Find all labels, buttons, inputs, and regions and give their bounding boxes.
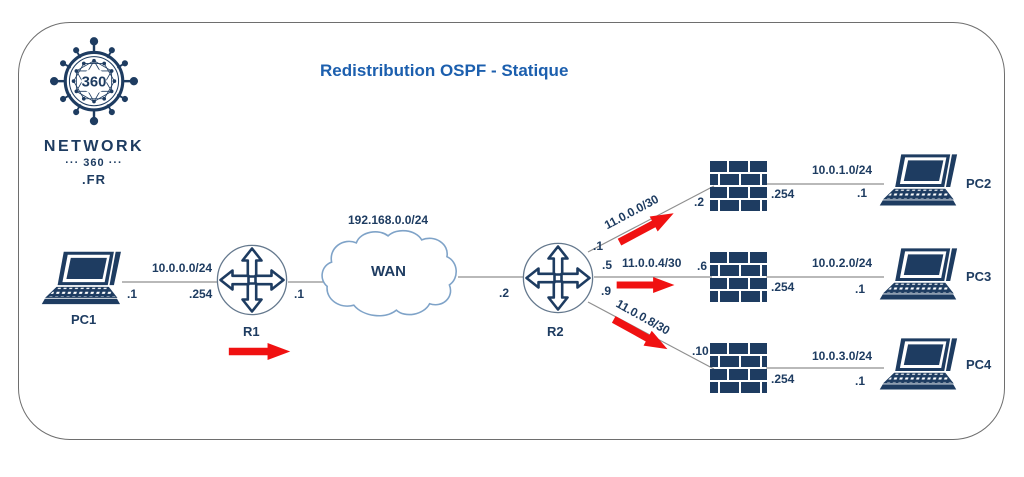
logo-submark: ··· 360 ··· [65,157,123,169]
r1-wan-ip-label: .1 [294,287,305,301]
pc1-laptop-icon [41,251,121,305]
wan-network-label: 192.168.0.0/24 [348,213,429,227]
pc2-label: PC2 [966,176,992,191]
r1-router-icon [216,244,288,316]
r2-router-icon [522,242,594,314]
pc3-label: PC3 [966,269,992,284]
redistribution-arrow-fw1-icon [617,213,674,246]
fw2-firewall-icon [710,252,767,302]
fw1-link-ip-label: .2 [694,195,705,209]
link-r2-fw1 [587,185,715,253]
wan-label: WAN [371,263,406,280]
redistribution-arrow-fw3-icon [611,316,668,350]
r2-label: R2 [547,324,564,339]
fw3-link-ip-label: .10 [692,344,709,358]
diagram-border [18,22,1005,440]
lan2-network-label: 10.0.1.0/24 [812,163,873,177]
network360-logo: 360 NETWORK ··· 360 ··· .FR [26,34,162,187]
r2-link3-ip-label: .9 [601,284,612,298]
pc2-laptop-icon [879,154,958,206]
r2-wan-ip-label: .2 [499,286,510,300]
wan-cloud-icon [321,229,457,317]
pc4-ip-label: .1 [855,374,866,388]
fw2-lan-ip-label: .254 [771,280,795,294]
fw1-firewall-icon [710,161,767,211]
fw2-link-ip-label: .6 [697,259,708,273]
redistribution-arrow-fw2-icon [616,277,675,293]
fw3-firewall-icon [710,343,767,393]
r1-label: R1 [243,324,260,339]
logo-wordmark: NETWORK [43,138,145,155]
lan1-network-label: 10.0.0.0/24 [152,261,213,275]
logo-domain: .FR [82,172,106,187]
lan3-network-label: 10.0.2.0/24 [812,256,873,270]
pc1-label: PC1 [71,312,97,327]
network360-emblem-icon: 360 [49,37,139,126]
fw3-lan-ip-label: .254 [771,372,795,386]
redistribution-arrow-r1-icon [228,343,291,360]
pc3-laptop-icon [879,248,958,300]
fw1-lan-ip-label: .254 [771,187,795,201]
pc3-ip-label: .1 [855,282,866,296]
lan4-network-label: 10.0.3.0/24 [812,349,873,363]
r2-link1-ip-label: .1 [593,239,604,253]
pc4-laptop-icon [879,338,958,390]
r1-lan-ip-label: .254 [189,287,213,301]
pc1-ip-label: .1 [127,287,138,301]
logo-emblem-number: 360 [82,75,107,91]
r2-link2-ip-label: .5 [602,258,613,272]
link2-network-label: 11.0.0.4/30 [622,256,682,270]
pc2-ip-label: .1 [857,186,868,200]
pc4-label: PC4 [966,357,992,372]
diagram-title: Redistribution OSPF - Statique [320,61,569,80]
